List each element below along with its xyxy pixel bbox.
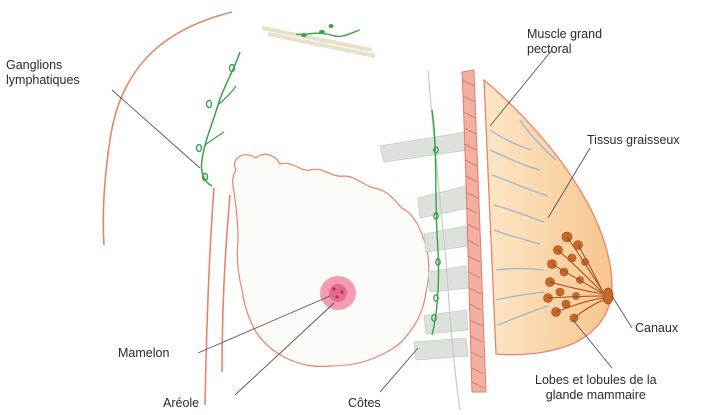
- label-lymph-nodes-line2: lymphatiques: [6, 73, 80, 88]
- lymph-node: [319, 30, 325, 34]
- armpit-outline: [222, 195, 230, 372]
- label-fatty-tissue: Tissus graisseux: [587, 133, 680, 148]
- lymph-node: [207, 101, 212, 108]
- front-breast-outline: [233, 154, 429, 366]
- nipple-shape: [329, 284, 347, 302]
- label-ribs: Côtes: [348, 396, 381, 411]
- label-areola: Aréole: [163, 396, 199, 411]
- label-lobes-line2: glande mammaire: [535, 388, 657, 403]
- label-lobes: Lobes et lobules de la glande mammaire: [535, 373, 657, 403]
- label-pectoral-muscle: Muscle grand pectoral: [527, 27, 602, 57]
- side-nipple: [603, 288, 613, 304]
- arm-outline: [205, 188, 214, 405]
- label-ducts: Canaux: [635, 321, 678, 336]
- label-nipple: Mamelon: [118, 346, 169, 361]
- lymph-node: [301, 33, 307, 37]
- lymph-node: [329, 24, 334, 28]
- label-pectoral-line1: Muscle grand: [527, 27, 602, 42]
- label-lymph-nodes: Ganglions lymphatiques: [6, 58, 80, 88]
- lymph-node: [197, 145, 202, 152]
- collarbone: [262, 28, 375, 56]
- label-lobes-line1: Lobes et lobules de la: [535, 373, 657, 388]
- label-lymph-nodes-line1: Ganglions: [6, 58, 80, 73]
- label-pectoral-line2: pectoral: [527, 42, 602, 57]
